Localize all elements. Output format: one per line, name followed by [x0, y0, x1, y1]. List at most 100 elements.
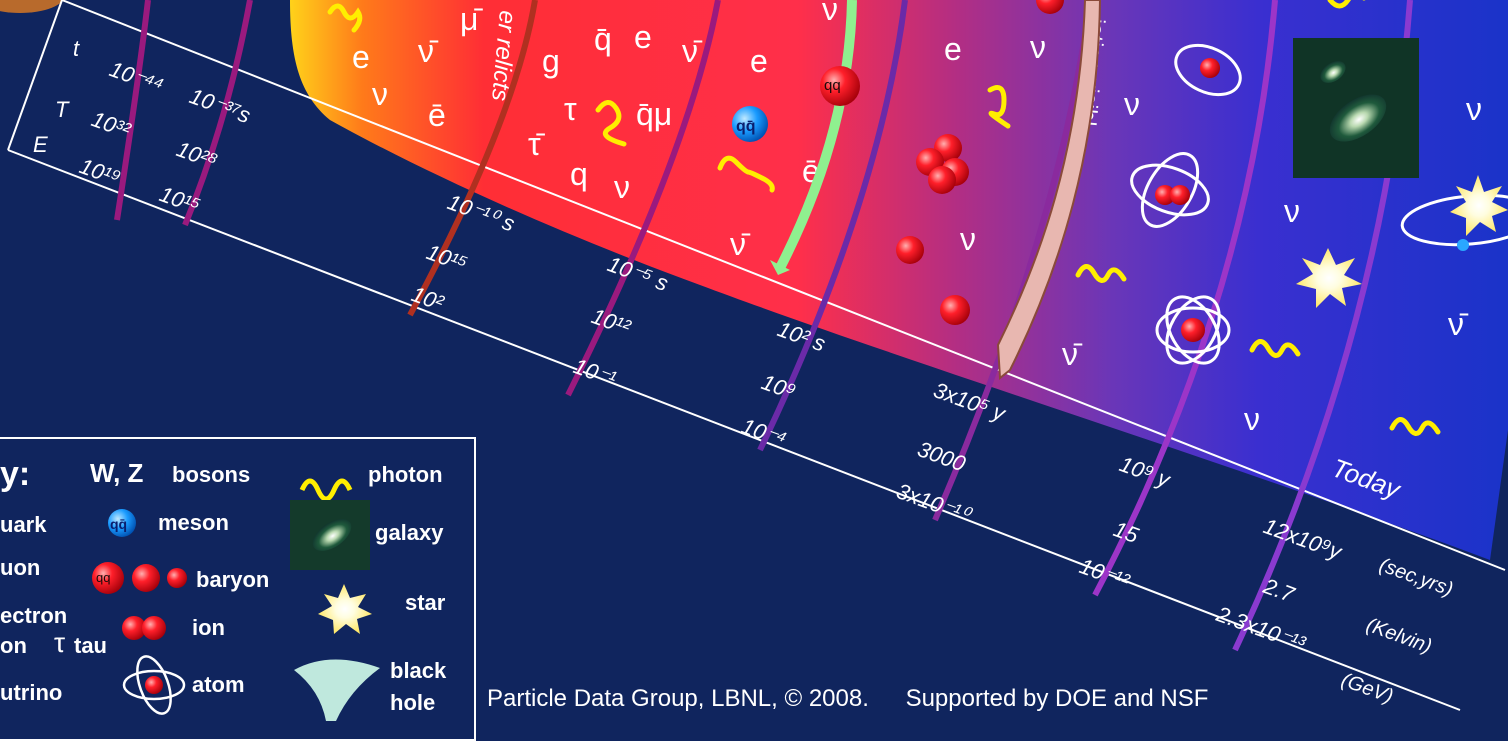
- star-icon: [1450, 175, 1508, 236]
- row-label-T: T: [55, 97, 70, 122]
- symbol-e-3: e: [750, 43, 768, 79]
- legend-electron: ectron: [0, 603, 68, 628]
- symbol-nu-9: ν: [1466, 91, 1482, 127]
- meson-legend-glyph: qq̄: [110, 516, 127, 532]
- epoch-line-7: [1092, 0, 1278, 597]
- atom-nucleus: [1200, 58, 1220, 78]
- legend-icons: qq̄ qq: [92, 478, 380, 721]
- timeline-bottom-border: [7, 149, 1461, 711]
- unit-time: (sec,yrs): [1376, 554, 1456, 601]
- row-label-t: t: [73, 36, 80, 61]
- symbol-q: q: [570, 156, 588, 192]
- particle-symbols: e ν̄ μ̄ ν ē g q̄ e ν̄ τ q̄μ τ̄ q ν e ē ν…: [352, 0, 1482, 437]
- atom-icon: [1174, 43, 1242, 97]
- legend-bosons: bosons: [172, 462, 251, 487]
- photon-legend-icon: [299, 478, 353, 502]
- symbol-nubar-4: ν̄: [1062, 336, 1083, 372]
- legend-neutrino: utrino: [0, 680, 63, 705]
- legend-galaxy: galaxy: [375, 520, 444, 545]
- proton-icon: [1036, 0, 1064, 14]
- photon-icon: [717, 155, 775, 193]
- atoms: [1130, 43, 1508, 365]
- epoch-2-energy: 10¹⁵: [156, 181, 203, 219]
- epoch-1-energy: 10¹⁹: [76, 153, 124, 191]
- photon-icon: [1389, 417, 1441, 436]
- symbol-g: g: [542, 43, 560, 79]
- symbol-e-2: e: [634, 19, 652, 55]
- epoch-line-5: [757, 0, 908, 452]
- epoch-7-temp: 15: [1110, 516, 1142, 548]
- legend-black: black: [390, 658, 447, 683]
- atom-legend-icon: [122, 655, 186, 715]
- symbol-qbar: q̄: [594, 21, 612, 57]
- row-label-E: E: [33, 132, 48, 157]
- symbol-qbar-mu: q̄μ: [636, 96, 672, 132]
- legend-photon: photon: [368, 462, 443, 487]
- legend-muon: on: [0, 633, 27, 658]
- symbol-nu-7: ν: [1284, 193, 1300, 229]
- photon-icon: [327, 3, 363, 33]
- symbol-nu-6: ν: [1124, 86, 1140, 122]
- star-icon: [1296, 248, 1362, 308]
- atom-icon: [1130, 152, 1210, 228]
- epoch-line-1: [114, 0, 151, 221]
- epoch-line-4: [565, 0, 721, 397]
- black-hole-legend-icon: [294, 659, 380, 721]
- legend-quark: uark: [0, 512, 47, 537]
- footer: Particle Data Group, LBNL, © 2008. Suppo…: [487, 685, 1238, 713]
- star-legend-icon: [318, 584, 372, 634]
- epoch-6-energy: 3x10⁻¹⁰: [893, 478, 975, 528]
- legend-baryon: baryon: [196, 567, 270, 592]
- baryon-legend-icon-2: [132, 564, 160, 592]
- symbol-nu-2: ν: [614, 169, 630, 205]
- baryon-label: qq: [824, 77, 841, 94]
- galaxy-core: [1329, 94, 1387, 142]
- legend-hole: hole: [390, 690, 436, 715]
- meson-icon: [732, 106, 768, 142]
- legend-wz: W, Z: [90, 458, 144, 488]
- legend-gluon: uon: [0, 555, 41, 580]
- symbol-mubar: μ̄: [460, 1, 483, 37]
- symbol-nu-4: ν: [1030, 29, 1046, 65]
- photon-icon: [1327, 0, 1366, 9]
- symbol-nubar-3: ν̄: [730, 226, 751, 262]
- galaxy-legend-core: [312, 519, 352, 551]
- legend-tau: tau: [74, 633, 107, 658]
- symbol-nubar-5: ν̄: [1448, 306, 1469, 342]
- epoch-6-temp: 3000: [914, 436, 969, 476]
- cosmic-history-band: [290, 0, 1508, 560]
- unit-temp: (Kelvin): [1363, 614, 1434, 658]
- legend-atom: atom: [192, 672, 245, 697]
- baryon-legend-icon: [92, 562, 124, 594]
- symbol-nu-8: ν: [1244, 401, 1260, 437]
- axis-row-labels: t T E: [33, 36, 80, 157]
- epoch-4-energy: 10⁻¹: [570, 353, 619, 391]
- pink-arrow-icon: [996, 0, 1102, 380]
- proton-icon: [940, 295, 970, 325]
- symbol-e-4: e: [944, 31, 962, 67]
- green-arrow-icon: [775, 0, 857, 271]
- symbol-nu: ν: [372, 76, 388, 112]
- legend: y: W, Z bosons photon uark meson galaxy …: [0, 455, 470, 721]
- today-energy: 2.3x10⁻¹³: [1212, 601, 1309, 657]
- baryon-legend-icon-3: [167, 568, 187, 588]
- baryon-icon: [820, 66, 860, 106]
- photon-icon: [595, 100, 627, 147]
- ion-legend-icon-2: [142, 616, 166, 640]
- symbol-nu-3: ν: [822, 0, 838, 27]
- timeline-left-border: [7, 0, 63, 151]
- photon-icon: [987, 85, 1011, 129]
- proton-icon: [896, 236, 924, 264]
- legend-tau-symbol: τ: [54, 627, 66, 658]
- epoch-7-energy: 10⁻¹²: [1076, 553, 1133, 594]
- symbol-nu-5: ν: [960, 221, 976, 257]
- legend-star: star: [405, 590, 446, 615]
- planet-dot-icon: [1457, 239, 1469, 251]
- galaxy-core-2: [1320, 61, 1346, 83]
- ion-legend-icon: [122, 616, 146, 640]
- planet-fragment: [0, 0, 64, 13]
- symbol-e: e: [352, 39, 370, 75]
- particles: qq̄ qq: [732, 0, 1064, 325]
- legend-meson: meson: [158, 510, 229, 535]
- legend-title: y:: [0, 455, 31, 493]
